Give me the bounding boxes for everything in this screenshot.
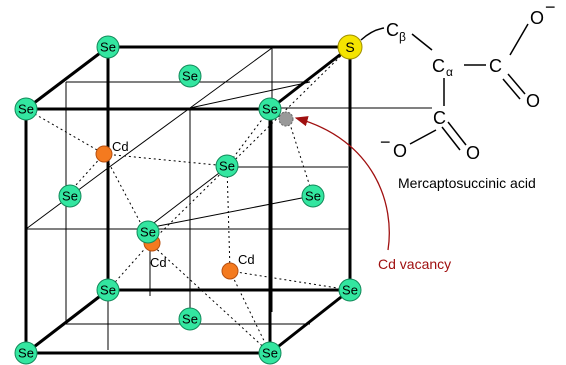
- se-label: Se: [18, 102, 34, 117]
- c-alpha-subscript: α: [446, 65, 453, 79]
- oxygen-top-right: O: [530, 8, 544, 28]
- se-atom: Se: [14, 341, 38, 365]
- se-label: Se: [62, 189, 78, 204]
- mercaptosuccinic-acid-structure: C β C α C O − O C O − O Mercaptosuccinic…: [360, 0, 556, 191]
- c-carboxyl-right: C: [489, 56, 502, 76]
- se-atom: Se: [178, 64, 202, 88]
- se-atom: Se: [58, 184, 82, 208]
- vacancy-annotation: Cd vacancy: [294, 116, 451, 272]
- se-atom: Se: [96, 278, 120, 302]
- cadmium-atoms: Cd Cd Cd: [95, 139, 255, 280]
- se-atom: Se: [258, 341, 282, 365]
- cd-label: Cd: [112, 139, 129, 154]
- se-label: Se: [18, 346, 34, 361]
- se-label: Se: [182, 69, 198, 84]
- sulfur-atom: S: [337, 34, 363, 60]
- cd-atom: Cd: [95, 139, 129, 163]
- se-label: Se: [100, 283, 116, 298]
- se-atom: Se: [96, 35, 120, 59]
- cd-bond-lines: [25, 46, 351, 354]
- c-beta-subscript: β: [399, 30, 406, 44]
- oxygen-right: O: [526, 91, 540, 111]
- cd-vacancy-site: [278, 111, 294, 127]
- molecule-bonds: [360, 23, 529, 151]
- se-atom: Se: [136, 220, 160, 244]
- s-label: S: [345, 39, 354, 55]
- se-atom: Se: [338, 278, 362, 302]
- c-alpha-atom: C: [432, 56, 445, 76]
- vacancy-arrow: [294, 116, 390, 251]
- c-carboxyl-bottom: C: [433, 108, 446, 128]
- cd-atom: Cd: [221, 252, 255, 280]
- unit-cell-edges: [24, 45, 352, 355]
- cd-label: Cd: [238, 252, 255, 267]
- cd-label: Cd: [150, 255, 167, 270]
- minus-charge-bottom: −: [380, 132, 391, 152]
- molecule-name: Mercaptosuccinic acid: [398, 175, 536, 191]
- se-label: Se: [219, 159, 235, 174]
- se-atom: Se: [14, 97, 38, 121]
- se-atom: Se: [301, 184, 325, 208]
- se-atom: Se: [258, 97, 282, 121]
- se-label: Se: [182, 312, 198, 327]
- se-label: Se: [342, 283, 358, 298]
- se-label: Se: [140, 225, 156, 240]
- oxygen-bottom-right: O: [466, 143, 480, 163]
- selenium-atoms: Se Se Se Se Se Se Se Se Se Se Se Se Se: [14, 35, 362, 365]
- se-atom: Se: [215, 154, 239, 178]
- se-label: Se: [100, 40, 116, 55]
- vacancy-label: Cd vacancy: [378, 256, 451, 272]
- minus-charge-top: −: [545, 0, 556, 17]
- se-label: Se: [305, 189, 321, 204]
- c-beta-atom: C: [386, 20, 399, 40]
- oxygen-bottom-left: O: [393, 141, 407, 161]
- se-label: Se: [262, 346, 278, 361]
- se-atom: Se: [178, 307, 202, 331]
- se-label: Se: [262, 102, 278, 117]
